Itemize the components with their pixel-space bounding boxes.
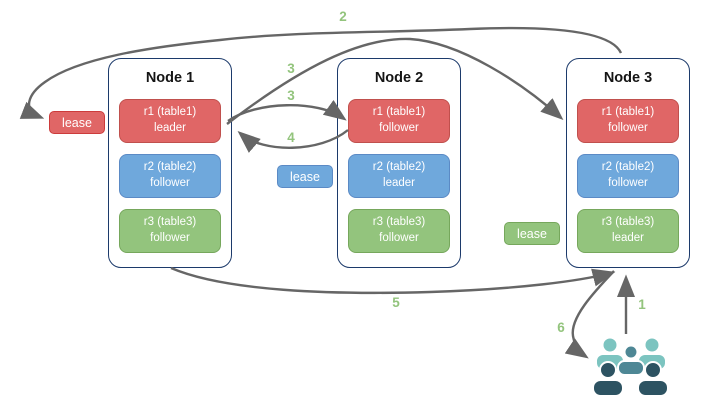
step-label-3b: 3 — [287, 88, 295, 103]
node-2-title: Node 2 — [374, 70, 424, 86]
arrow-step3-leader-to-node2 — [227, 99, 347, 122]
replica-name: r1 (table1) — [143, 106, 197, 119]
node-1-replica-r1: r1 (table1) leader — [119, 99, 221, 143]
replica-role: follower — [150, 177, 190, 189]
replica-name: r3 (table3) — [143, 216, 197, 229]
node-3-title: Node 3 — [603, 70, 653, 86]
replica-role: follower — [608, 177, 648, 189]
replica-role: leader — [612, 232, 644, 244]
node-3-box: Node 3 r1 (table1) follower r2 (table2) … — [566, 58, 690, 268]
node-3-replica-r2: r2 (table2) follower — [577, 154, 679, 198]
replica-role: follower — [379, 232, 419, 244]
replica-name: r3 (table3) — [372, 216, 426, 229]
replica-name: r3 (table3) — [601, 216, 655, 229]
arrow-step5-node1-to-node3 — [170, 266, 616, 295]
step-label-4: 4 — [287, 130, 295, 145]
replica-name: r2 (table2) — [143, 161, 197, 174]
replica-role: follower — [379, 122, 419, 134]
replica-role: leader — [383, 177, 415, 189]
lease-badge-table1: lease — [49, 111, 105, 134]
replica-name: r1 (table1) — [601, 106, 655, 119]
node-3-replica-r3: r3 (table3) leader — [577, 209, 679, 253]
node-3-replica-r1: r1 (table1) follower — [577, 99, 679, 143]
node-2-replica-r1: r1 (table1) follower — [348, 99, 450, 143]
node-1-box: Node 1 r1 (table1) leader r2 (table2) fo… — [108, 58, 232, 268]
replica-name: r1 (table1) — [372, 106, 426, 119]
step-label-5: 5 — [392, 295, 400, 310]
node-2-replica-r3: r3 (table3) follower — [348, 209, 450, 253]
node-1-title: Node 1 — [145, 70, 195, 86]
users-group-icon — [592, 334, 670, 401]
step-label-1: 1 — [638, 297, 646, 312]
node-2-replica-r2: r2 (table2) leader — [348, 154, 450, 198]
replica-role: follower — [608, 122, 648, 134]
replica-name: r2 (table2) — [372, 161, 426, 174]
node-1-replica-r3: r3 (table3) follower — [119, 209, 221, 253]
lease-badge-table2: lease — [277, 165, 333, 188]
lease-badge-table3: lease — [504, 222, 560, 245]
step-label-3a: 3 — [287, 61, 295, 76]
replica-name: r2 (table2) — [601, 161, 655, 174]
step-label-2: 2 — [339, 9, 347, 24]
node-1-replica-r2: r2 (table2) follower — [119, 154, 221, 198]
step-label-6: 6 — [557, 320, 565, 335]
replica-role: leader — [154, 122, 186, 134]
replica-role: follower — [150, 232, 190, 244]
node-2-box: Node 2 r1 (table1) follower r2 (table2) … — [337, 58, 461, 268]
